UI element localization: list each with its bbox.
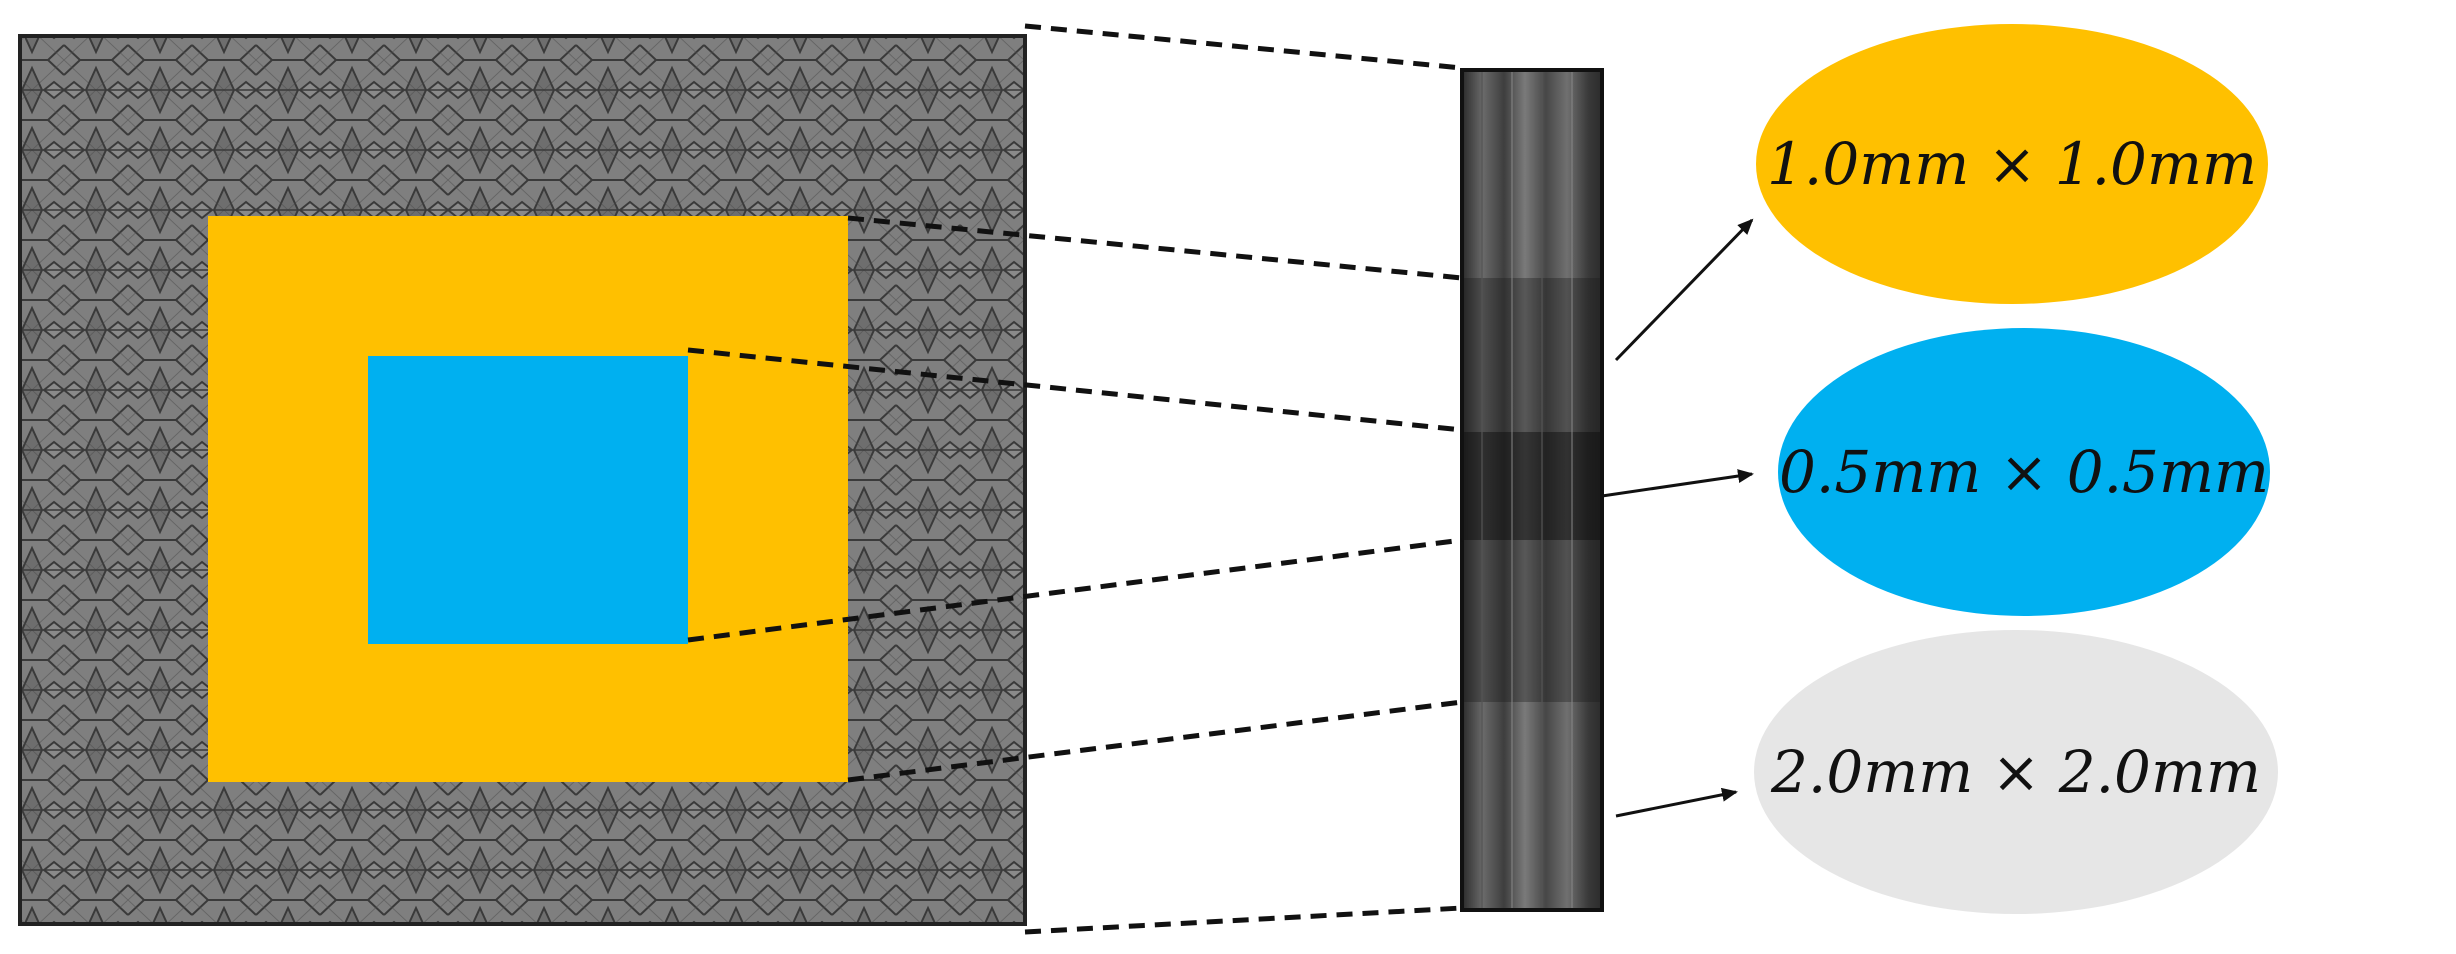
coarse-label-text: 2.0mm × 2.0mm	[1770, 738, 2261, 806]
medium-ellipse	[1756, 24, 2268, 304]
strip-section	[1460, 68, 1604, 912]
fine-mesh-region	[368, 356, 688, 644]
arrow-to-coarse	[1615, 787, 1738, 818]
fine-ellipse	[1778, 328, 2270, 616]
arrow-to-medium	[1614, 218, 1754, 362]
projection-lines	[687, 23, 1463, 935]
label-fine: 0.5mm × 0.5mm	[1778, 328, 2270, 616]
coarse-ellipse	[1754, 630, 2278, 914]
medium-label-text: 1.0mm × 1.0mm	[1767, 130, 2257, 198]
fine-label-text: 0.5mm × 0.5mm	[1779, 438, 2269, 506]
label-medium: 1.0mm × 1.0mm	[1756, 24, 2268, 304]
strip-medium-band	[1464, 278, 1600, 702]
label-coarse: 2.0mm × 2.0mm	[1754, 630, 2278, 914]
strip-fine-band	[1464, 432, 1600, 540]
arrow-to-fine	[1601, 469, 1754, 498]
